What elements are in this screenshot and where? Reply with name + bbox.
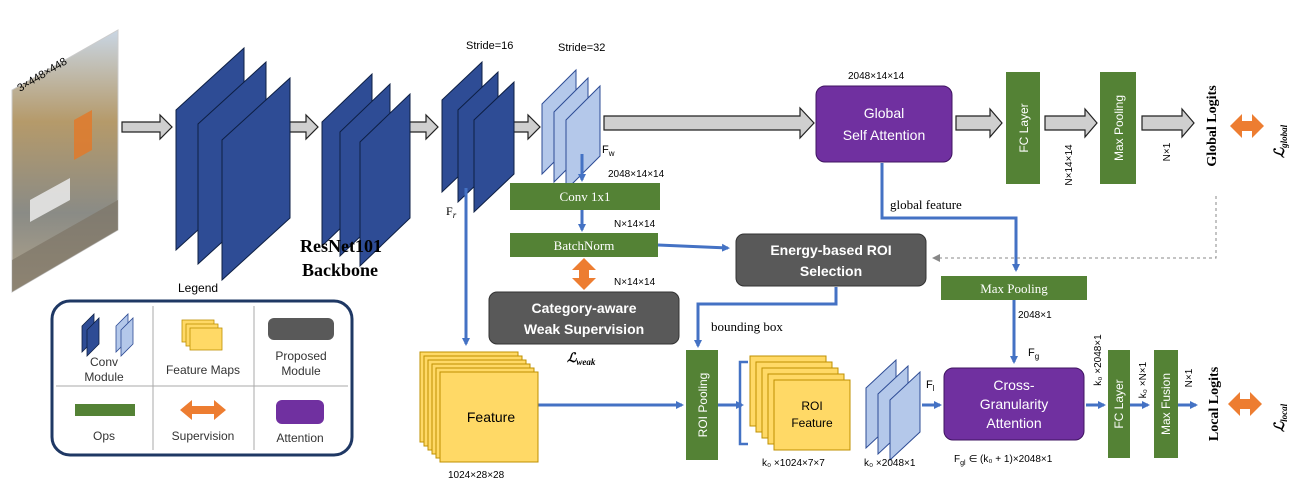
category-aware-weak-supervision-module: Category-aware Weak Supervision xyxy=(488,291,680,345)
legend-conv-label-1: Conv xyxy=(90,355,118,369)
roi-feature-line2: Feature xyxy=(791,416,833,430)
bn-dims: N×14×14 xyxy=(614,219,656,230)
legend-conv-icon xyxy=(81,313,134,357)
legend-feature-maps-icon xyxy=(181,319,223,351)
global-supervision-arrow xyxy=(1230,114,1264,138)
max-pooling-global: Max Pooling xyxy=(1100,72,1136,184)
svg-text:Max Fusion: Max Fusion xyxy=(1159,373,1173,435)
fw-label: Fw xyxy=(602,144,615,158)
roi-feature-line1: ROI xyxy=(801,399,822,413)
backbone-conv-stack-1 xyxy=(175,46,291,282)
loss-weak: ℒweak xyxy=(567,350,596,367)
svg-text:FC Layer: FC Layer xyxy=(1112,379,1126,428)
svg-text:ROI Pooling: ROI Pooling xyxy=(696,373,710,438)
legend-conv-label-2: Module xyxy=(84,370,124,384)
global-feature-label: global feature xyxy=(890,197,962,212)
gsa-dims: 2048×14×14 xyxy=(848,71,905,82)
legend-proposed-label-2: Module xyxy=(281,364,321,378)
blue-arrows xyxy=(462,154,1198,409)
fc-layer-global: FC Layer xyxy=(1006,72,1040,184)
legend-feature-maps-label: Feature Maps xyxy=(166,363,240,377)
cat-dims: N×14×14 xyxy=(614,277,656,288)
legend-ops-label: Ops xyxy=(93,429,115,443)
backbone-title-1: ResNet101 xyxy=(300,236,382,256)
weak-supervision-arrow xyxy=(572,258,596,290)
roi-pooling-op: ROI Pooling xyxy=(686,350,718,460)
svg-text:Category-aware: Category-aware xyxy=(531,300,636,316)
conv-stack-stride32 xyxy=(541,68,601,192)
svg-text:Self Attention: Self Attention xyxy=(843,127,926,143)
maxpool-global-dims: N×1 xyxy=(1162,142,1173,161)
bounding-box-label: bounding box xyxy=(711,319,783,334)
maxpool-mid-dims: 2048×1 xyxy=(1018,310,1052,321)
feature-label: Feature xyxy=(467,409,515,425)
backbone-title-2: Backbone xyxy=(302,260,378,280)
legend-attention-icon xyxy=(276,400,324,424)
cross-granularity-attention-module: Cross- Granularity Attention xyxy=(943,367,1085,441)
stride16-label: Stride=16 xyxy=(466,40,513,52)
svg-text:Selection: Selection xyxy=(800,263,862,279)
ko-fusion-dims: k₀ ×N×1 xyxy=(1138,361,1149,398)
conv-1x1-op: Conv 1x1 xyxy=(510,183,660,210)
svg-text:Conv 1x1: Conv 1x1 xyxy=(560,189,611,204)
svg-text:Weak Supervision: Weak Supervision xyxy=(524,321,644,337)
fgl-label: Fgl∈ (k₀ + 1)×2048×1 xyxy=(954,454,1053,467)
svg-text:Attention: Attention xyxy=(986,415,1041,431)
svg-text:Cross-: Cross- xyxy=(993,377,1035,393)
max-pooling-mid: Max Pooling xyxy=(941,276,1087,300)
local-supervision-arrow xyxy=(1228,392,1262,416)
batchnorm-op: BatchNorm xyxy=(510,233,658,257)
fusion-dims: N×1 xyxy=(1184,368,1195,387)
legend-proposed-icon xyxy=(268,318,334,340)
svg-text:BatchNorm: BatchNorm xyxy=(554,238,615,253)
svg-text:Max Pooling: Max Pooling xyxy=(1112,95,1126,161)
fc-layer-local: FC Layer xyxy=(1108,350,1130,458)
gray-flow-arrows xyxy=(121,106,1195,141)
legend-supervision-label: Supervision xyxy=(172,429,235,443)
local-conv-stack xyxy=(865,358,921,462)
legend-attention-label: Attention xyxy=(276,431,323,445)
max-fusion-op: Max Fusion xyxy=(1154,350,1178,458)
conv-dims: 2048×14×14 xyxy=(608,169,665,180)
fr-label: Fr xyxy=(446,204,457,220)
svg-text:Max Pooling: Max Pooling xyxy=(980,281,1048,296)
legend-proposed-label-1: Proposed xyxy=(275,349,326,363)
energy-roi-selection-module: Energy-based ROI Selection xyxy=(735,233,927,287)
global-logits-label: Global Logits xyxy=(1205,85,1220,167)
svg-text:FC Layer: FC Layer xyxy=(1017,103,1031,152)
global-self-attention-module: Global Self Attention xyxy=(815,85,953,163)
backbone-conv-stack-2 xyxy=(321,72,411,268)
loss-local: ℒlocal xyxy=(1273,403,1289,432)
fc-global-dims: N×14×14 xyxy=(1064,144,1075,186)
feature-dims: 1024×28×28 xyxy=(448,470,505,481)
local-logits-label: Local Logits xyxy=(1207,366,1222,441)
backbone-conv-stack-3 xyxy=(441,60,515,214)
svg-text:Energy-based ROI: Energy-based ROI xyxy=(770,242,891,258)
roi-bracket xyxy=(738,360,748,446)
roi-feature-stack xyxy=(749,355,851,451)
legend-supervision-icon xyxy=(180,400,226,420)
fg-label: Fg xyxy=(1028,347,1039,361)
svg-text:Granularity: Granularity xyxy=(980,396,1048,412)
ko-fc-dims: k₀ ×2048×1 xyxy=(1093,334,1104,386)
svg-text:Global: Global xyxy=(864,105,904,121)
roi-feature-dims: k₀ ×1024×7×7 xyxy=(762,458,825,469)
feature-maps-stack xyxy=(419,351,539,463)
dashed-global-to-energy xyxy=(932,196,1217,262)
fl-label: Fl xyxy=(926,379,935,393)
stride32-label: Stride=32 xyxy=(558,42,605,54)
loss-global: ℒglobal xyxy=(1273,124,1289,158)
legend-title: Legend xyxy=(178,281,218,295)
legend-ops-icon xyxy=(75,404,135,416)
input-image xyxy=(11,29,119,293)
local-stack-dims: k₀ ×2048×1 xyxy=(864,458,916,469)
